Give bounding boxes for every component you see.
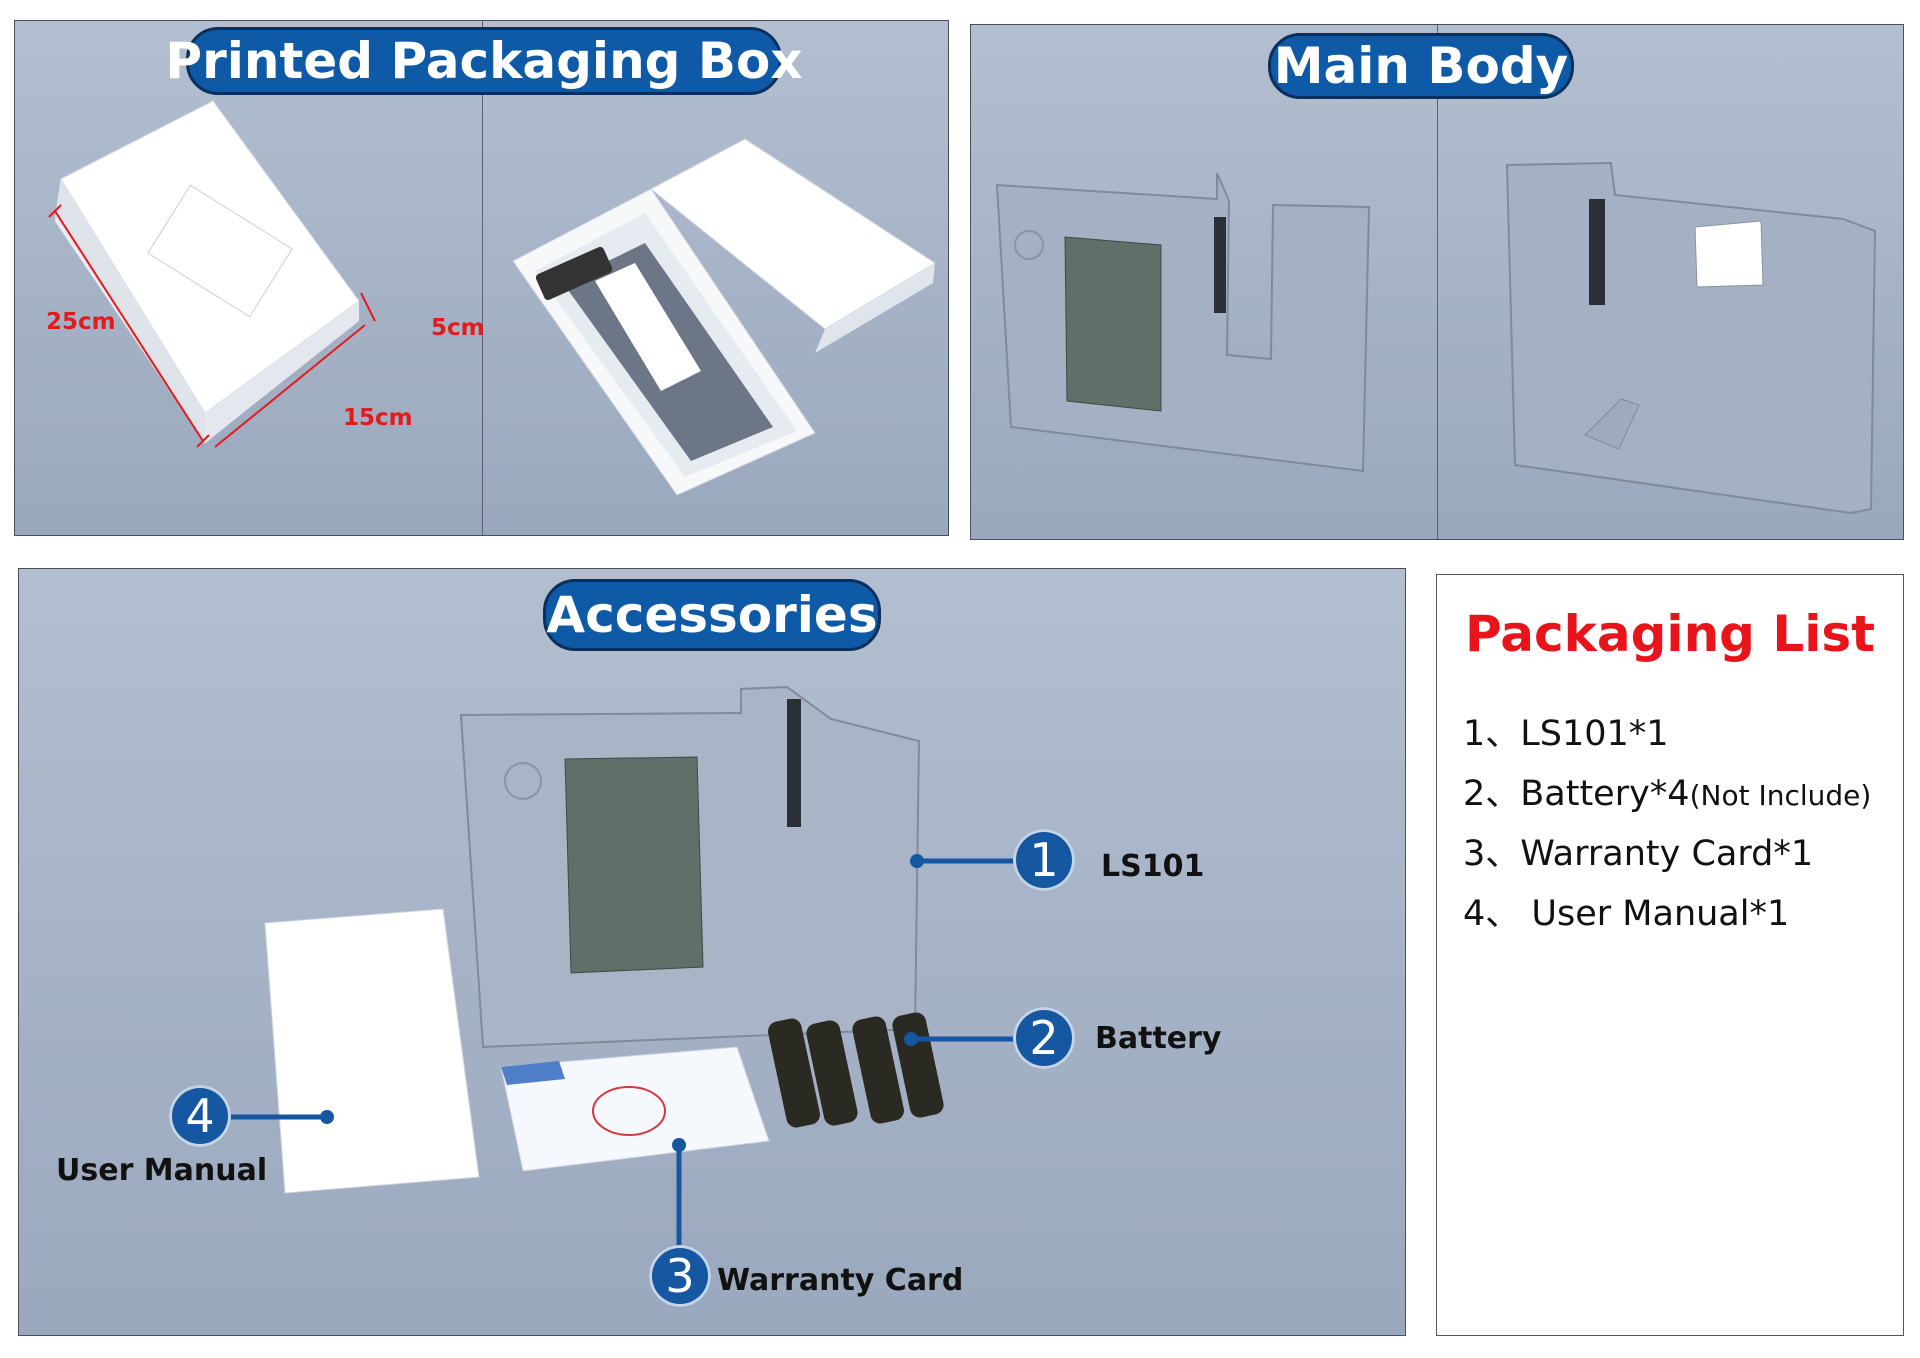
list-item: 2、Battery*4(Not Include) [1463, 765, 1871, 816]
photo-divider [482, 21, 483, 535]
callout-3-badge: 3 [649, 1245, 711, 1307]
box-width-label: 15cm [343, 405, 413, 431]
callout-4-label: User Manual [56, 1153, 268, 1188]
accessories-illustration [231, 685, 1019, 1253]
packaging-box-title: Printed Packaging Box [165, 27, 803, 95]
callout-1-label: LS101 [1101, 849, 1205, 884]
list-item: 4、 User Manual*1 [1463, 885, 1789, 936]
accessories-panel: Accessories 1 LS101 2 Battery 3 Warranty… [18, 568, 1406, 1336]
callout-2-label: Battery [1095, 1021, 1222, 1056]
packaging-box-panel: Printed Packaging Box 25cm 15cm 5cm [14, 20, 949, 536]
box-length-label: 25cm [46, 309, 116, 335]
box-height-label: 5cm [431, 315, 485, 341]
main-body-panel: Main Body [970, 24, 1904, 540]
list-item: 1、LS101*1 [1463, 705, 1669, 756]
list-item-note: (Not Include) [1689, 779, 1872, 812]
callout-1-badge: 1 [1013, 829, 1075, 891]
list-item-text: 1、LS101*1 [1463, 714, 1669, 754]
list-item-text: 2、Battery*4 [1463, 774, 1690, 814]
packaging-box-illustration [48, 100, 936, 496]
packaging-list-panel: Packaging List 1、LS101*1 2、Battery*4(Not… [1436, 574, 1904, 1336]
accessories-title: Accessories [543, 579, 881, 651]
list-item-text: 4、 User Manual*1 [1463, 894, 1790, 934]
callout-4-badge: 4 [169, 1085, 231, 1147]
main-body-illustration [995, 161, 1877, 515]
list-item-text: 3、Warranty Card*1 [1463, 834, 1814, 874]
list-item: 3、Warranty Card*1 [1463, 825, 1813, 876]
callout-2-badge: 2 [1013, 1007, 1075, 1069]
callout-3-label: Warranty Card [717, 1263, 964, 1298]
main-body-title: Main Body [1268, 33, 1574, 99]
photo-divider [1437, 25, 1438, 539]
packaging-list-title: Packaging List [1464, 605, 1876, 663]
battery-icon [768, 1012, 944, 1128]
